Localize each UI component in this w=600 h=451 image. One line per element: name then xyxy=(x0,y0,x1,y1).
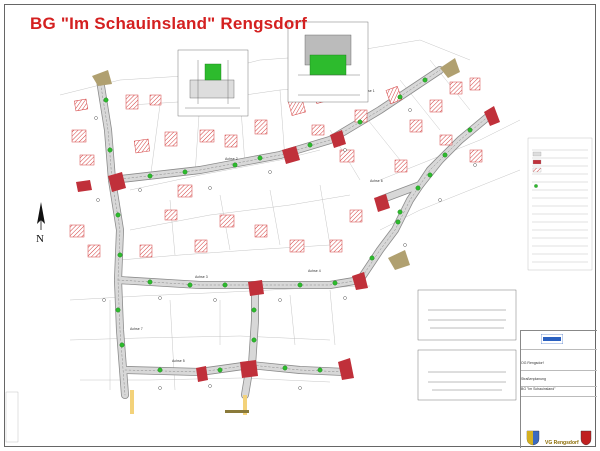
title-block-header xyxy=(521,331,597,350)
detail-drawing-1 xyxy=(177,49,249,117)
street-label-achse-6: Achse 6 xyxy=(370,179,383,183)
north-arrow-icon xyxy=(37,202,45,230)
coat-of-arms-icon xyxy=(580,430,592,446)
traffic-islands xyxy=(76,106,500,382)
street-label-achse-5: Achse 5 xyxy=(172,359,185,363)
title-block-plan-name: Straßenplanung xyxy=(521,377,597,387)
left-edge-notes xyxy=(5,391,19,443)
north-label: N xyxy=(36,233,44,245)
company-logo-icon xyxy=(541,334,563,344)
sheet-border xyxy=(4,4,596,447)
existing-buildings xyxy=(69,77,483,258)
street-trees xyxy=(103,77,473,373)
street-label-achse-3: Achse 3 xyxy=(195,275,208,279)
street-label-achse-4: Achse 4 xyxy=(308,269,321,273)
street-label-achse-7: Achse 7 xyxy=(130,327,143,331)
street-label-achse-1: Achse 1 xyxy=(362,89,375,93)
street-label-achse-2: Achse 2 xyxy=(225,157,238,161)
title-block-project: BG "Im Schauinsland" xyxy=(521,387,597,397)
legend-box xyxy=(527,137,593,271)
municipality-label: VG Rengsdorf xyxy=(545,440,579,446)
detail-drawing-2 xyxy=(287,21,369,103)
street-labels: Achse 1 Achse 2 Achse 3 Achse 4 Achse 5 … xyxy=(130,89,383,363)
title-block-client: OG Rengsdorf xyxy=(521,361,597,371)
street-lights xyxy=(94,108,477,390)
plan-title: BG "Im Schauinsland" Rengsdorf xyxy=(30,14,308,33)
title-block: OG Rengsdorf Straßenplanung BG "Im Schau… xyxy=(520,330,597,448)
coat-of-arms-icon xyxy=(526,430,540,446)
cross-sections xyxy=(417,289,517,401)
